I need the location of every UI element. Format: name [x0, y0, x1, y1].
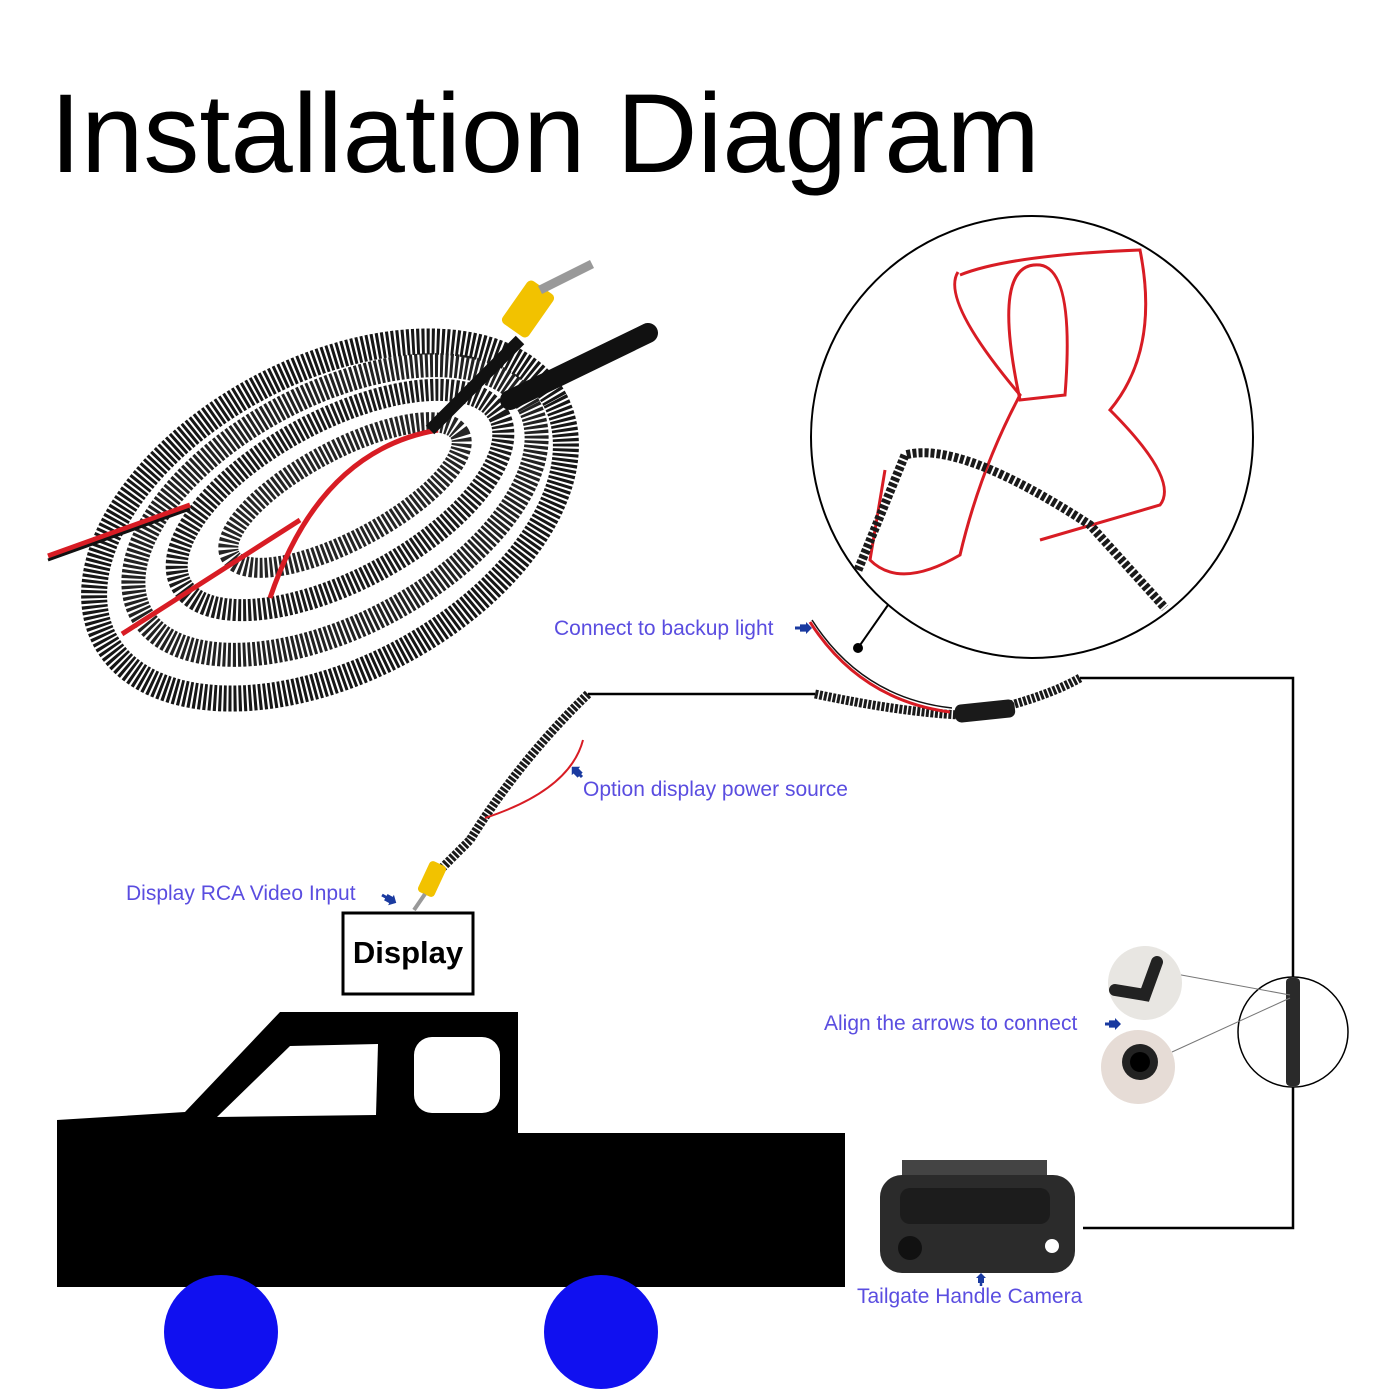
rca-plug-yellow-icon	[501, 280, 555, 338]
rca-input-label: Display RCA Video Input	[126, 882, 356, 905]
arrow-down-right-icon	[381, 893, 397, 906]
truck-silhouette	[57, 1012, 845, 1389]
camera-label: Tailgate Handle Camera	[857, 1285, 1083, 1308]
rear-wheel	[544, 1275, 658, 1389]
display-box: Display	[341, 911, 475, 996]
backup-light-label: Connect to backup light	[554, 617, 774, 640]
tailgate-handle-camera	[880, 1160, 1075, 1273]
rear-window	[414, 1037, 500, 1113]
display-label: Display	[353, 935, 464, 970]
connector-closeup	[1101, 946, 1349, 1104]
arrow-up-left-icon	[571, 766, 584, 779]
pointer-line	[857, 604, 889, 649]
rca-connector-icon	[417, 861, 447, 897]
front-window	[217, 1044, 378, 1117]
coiled-cable-image	[47, 259, 658, 712]
front-wheel	[164, 1275, 278, 1389]
page-title: Installation Diagram	[50, 71, 1040, 196]
align-arrows-label: Align the arrows to connect	[824, 1012, 1077, 1035]
power-source-label: Option display power source	[583, 778, 848, 801]
wiring	[412, 619, 1295, 1230]
backup-light-wire-closeup	[810, 215, 1254, 659]
